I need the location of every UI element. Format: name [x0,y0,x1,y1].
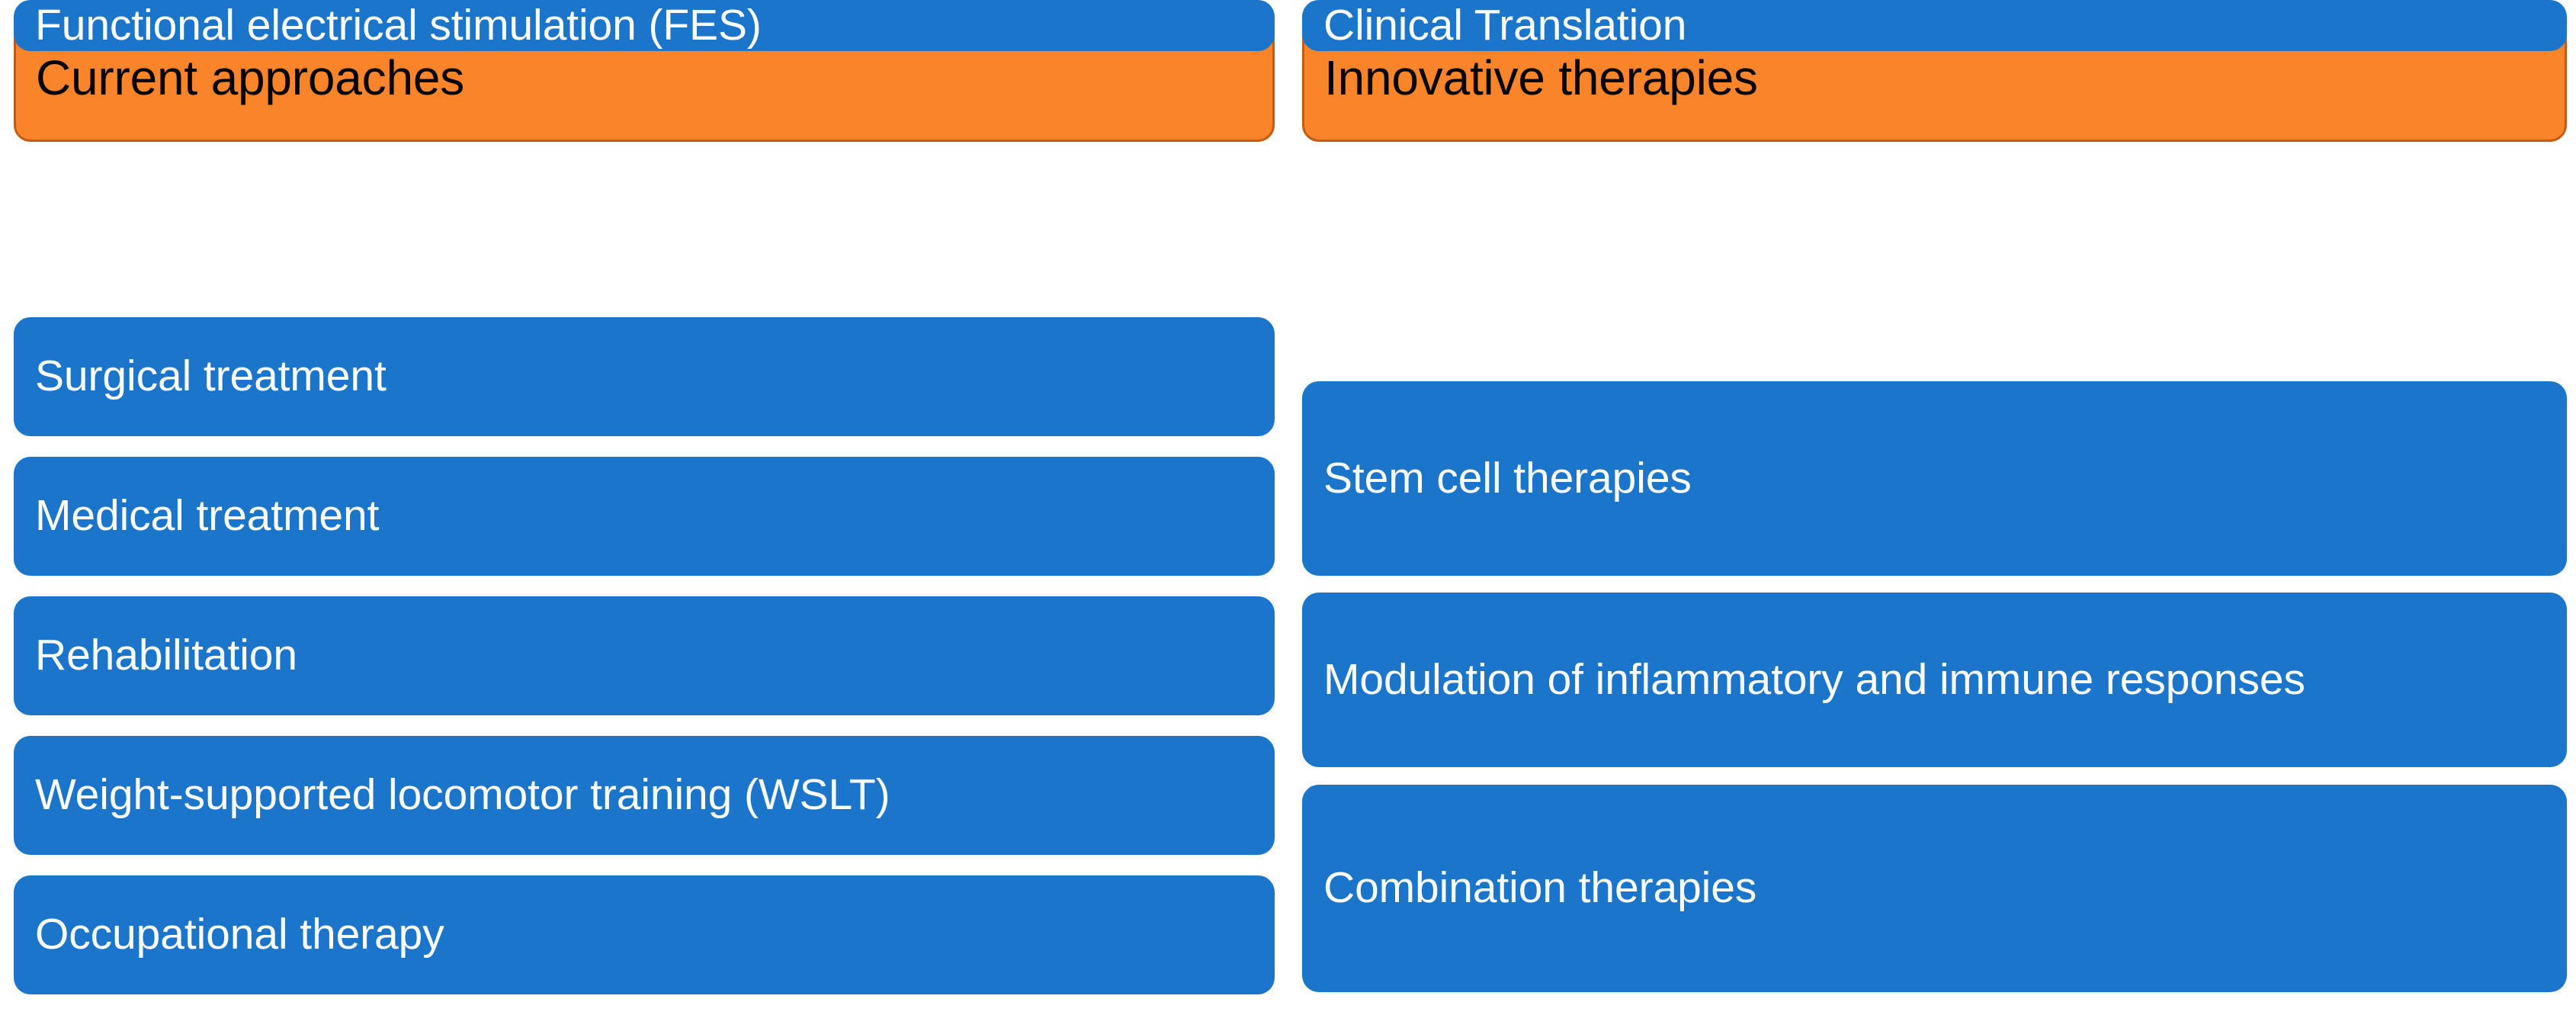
item-label: Clinical Translation [1323,1,1687,50]
item-functional-electrical-stimulation[interactable]: Functional electrical stimulation (FES) [14,0,1275,52]
item-combination-therapies[interactable]: Combination therapies [1302,785,2567,992]
item-label: Occupational therapy [35,910,444,959]
item-label: Weight-supported locomotor training (WSL… [35,770,890,820]
item-label: Stem cell therapies [1323,453,1692,503]
item-surgical-treatment[interactable]: Surgical treatment [14,317,1275,436]
column-innovative-therapies: Innovative therapies Stem cell therapies… [1302,0,2567,1015]
item-modulation-of-inflammatory-and-immune-responses[interactable]: Modulation of inflammatory and immune re… [1302,593,2567,767]
item-label: Rehabilitation [35,631,297,680]
item-medical-treatment[interactable]: Medical treatment [14,457,1275,576]
item-label: Surgical treatment [35,352,387,401]
item-clinical-translation[interactable]: Clinical Translation [1302,0,2567,52]
item-rehabilitation[interactable]: Rehabilitation [14,596,1275,715]
item-stem-cell-therapies[interactable]: Stem cell therapies [1302,381,2567,576]
item-label: Functional electrical stimulation (FES) [35,1,762,50]
item-label: Combination therapies [1323,863,1757,913]
item-label: Medical treatment [35,491,380,541]
item-occupational-therapy[interactable]: Occupational therapy [14,875,1275,994]
item-label: Modulation of inflammatory and immune re… [1323,654,2305,704]
column-header-label: Current approaches [36,50,465,105]
item-weight-supported-locomotor-training[interactable]: Weight-supported locomotor training (WSL… [14,736,1275,855]
column-current-approaches: Current approaches Surgical treatment Me… [14,0,1275,1015]
column-header-label: Innovative therapies [1324,50,1758,105]
